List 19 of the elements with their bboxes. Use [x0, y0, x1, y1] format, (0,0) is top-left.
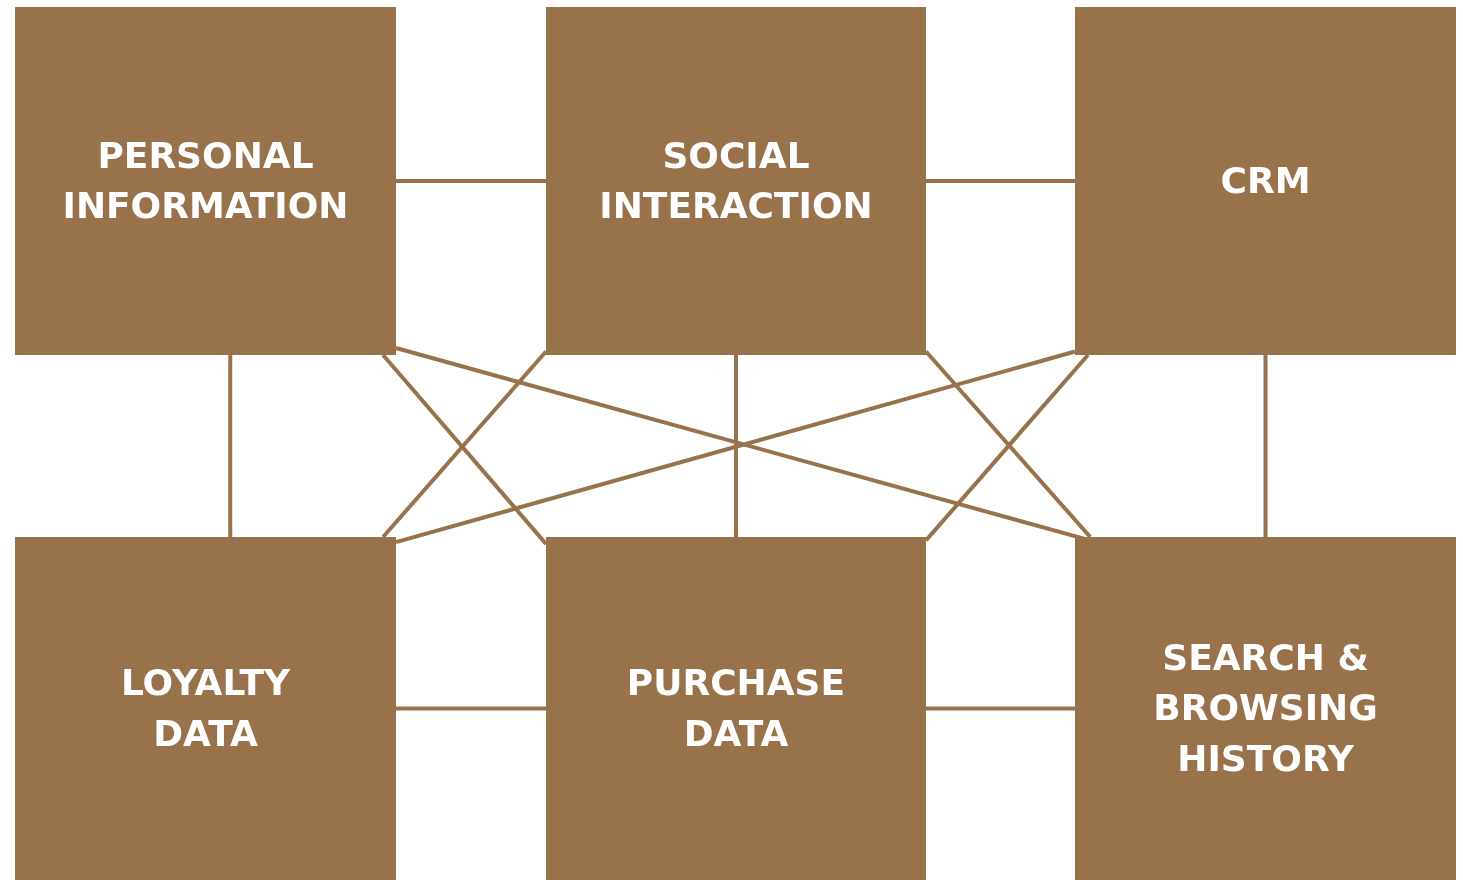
box-label: PURCHASE DATA: [625, 661, 847, 756]
category-box: [1075, 537, 1456, 880]
category-box: [15, 537, 396, 880]
category-box: [15, 7, 396, 355]
category-box: [546, 7, 926, 355]
connector-line: [1263, 355, 1268, 537]
connector-line: [228, 355, 233, 537]
category-box: [1075, 7, 1456, 355]
connector-line: [734, 355, 738, 537]
box-label: CRM: [1220, 158, 1311, 203]
connector-line: [396, 179, 546, 183]
connector-line: [396, 706, 546, 711]
box-label: PERSONAL INFORMATION: [61, 133, 350, 228]
box-label: SEARCH & BROWSING HISTORY: [1152, 635, 1379, 781]
category-box: [546, 537, 926, 880]
box-label: SOCIAL INTERACTION: [598, 133, 874, 228]
connector-line: [926, 706, 1075, 711]
box-label: LOYALTY DATA: [119, 661, 292, 756]
connector-line: [926, 179, 1075, 183]
